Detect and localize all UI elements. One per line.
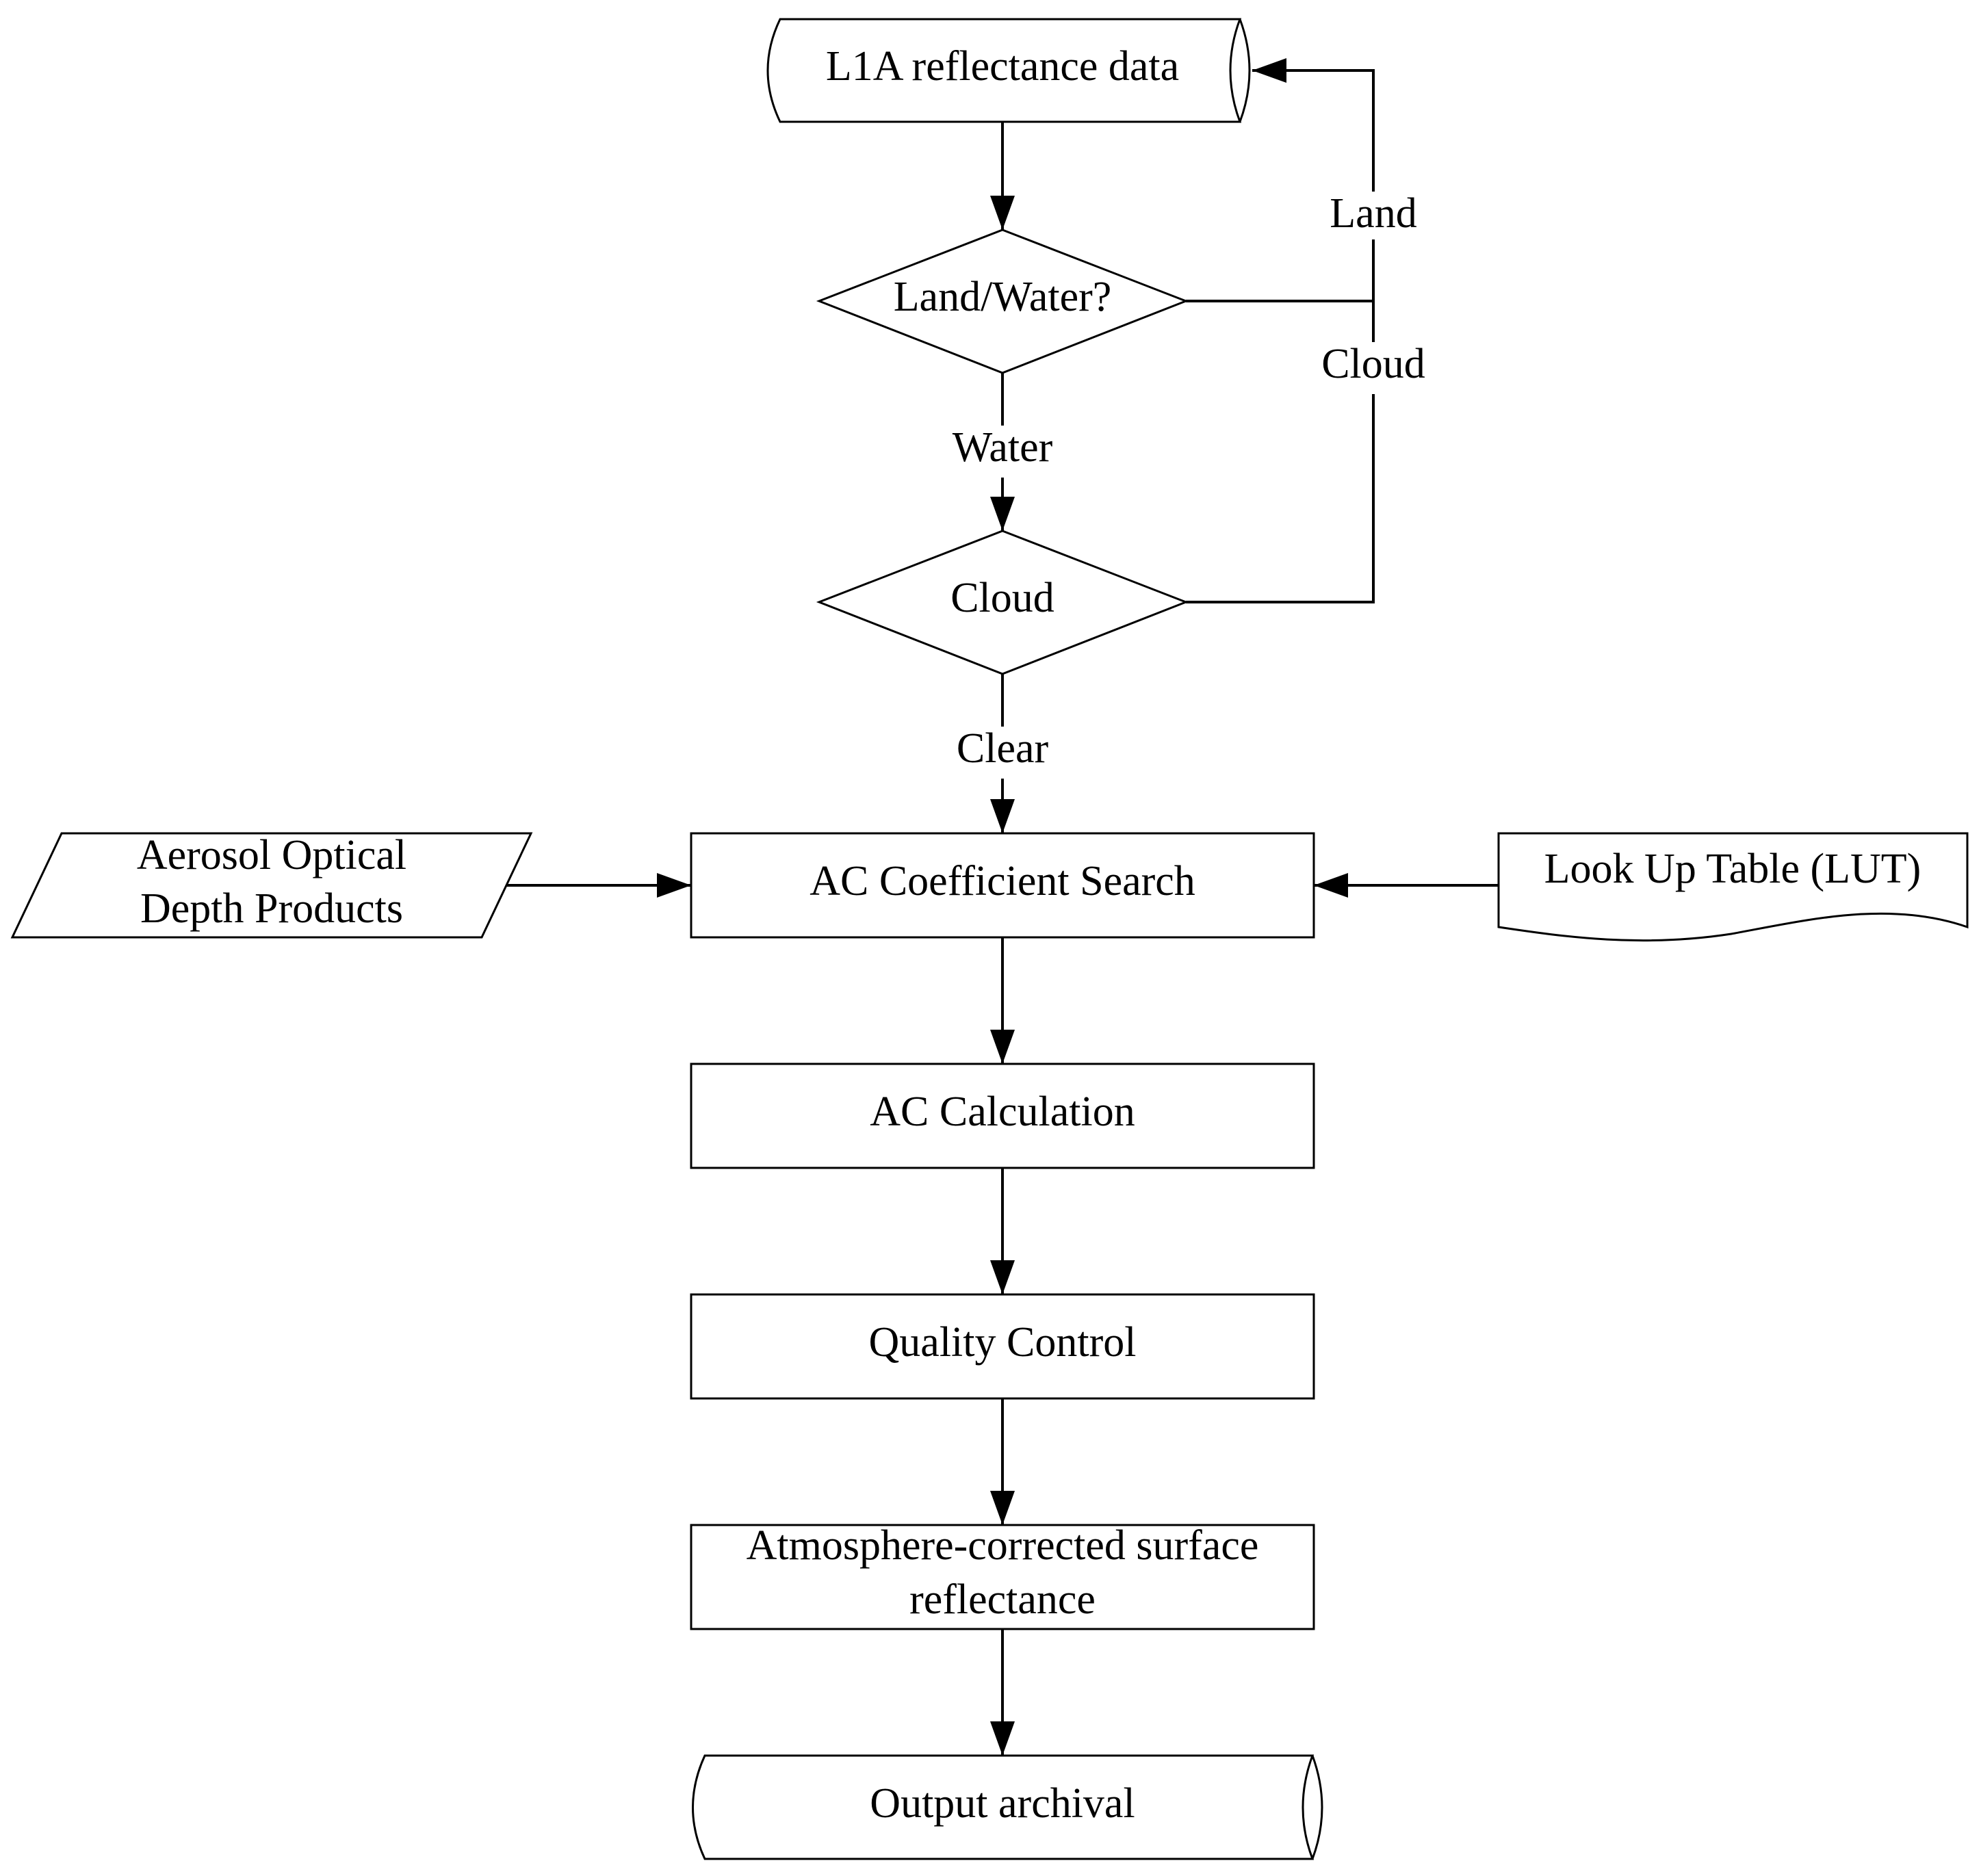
node-aod-label-line2: Depth Products bbox=[140, 885, 403, 932]
edge-label-clear: Clear bbox=[957, 725, 1049, 772]
edge-label-water: Water bbox=[953, 424, 1053, 471]
node-surface-label-line2: reflectance bbox=[909, 1576, 1096, 1623]
node-surface-reflectance: Atmosphere-corrected surface reflectance bbox=[690, 1522, 1315, 1630]
node-aod-label-line1: Aerosol Optical bbox=[137, 832, 406, 878]
node-quality-control: Quality Control bbox=[690, 1293, 1315, 1400]
node-output-archival: Output archival bbox=[692, 1754, 1323, 1860]
node-ac-calc-label: AC Calculation bbox=[870, 1089, 1135, 1135]
arrowhead bbox=[657, 873, 691, 898]
node-land-water-decision: Land/Water? bbox=[816, 229, 1189, 374]
arrowhead bbox=[990, 1721, 1015, 1756]
node-qc-label: Quality Control bbox=[869, 1319, 1137, 1366]
edge-label-cloud: Cloud bbox=[1321, 341, 1425, 387]
node-cloud-decision: Cloud bbox=[816, 530, 1189, 675]
node-archive-label: Output archival bbox=[870, 1780, 1135, 1827]
node-look-up-table: Look Up Table (LUT) bbox=[1497, 832, 1969, 942]
node-land-water-label: Land/Water? bbox=[894, 274, 1112, 320]
node-l1a-label: L1A reflectance data bbox=[826, 43, 1179, 90]
arrowhead bbox=[990, 196, 1015, 230]
arrowhead bbox=[1252, 58, 1286, 83]
node-cloud-label: Cloud bbox=[950, 575, 1054, 621]
arrowhead bbox=[1314, 873, 1348, 898]
node-surface-label-line1: Atmosphere-corrected surface bbox=[747, 1522, 1259, 1569]
node-ac-search-label: AC Coefficient Search bbox=[810, 858, 1195, 904]
node-aerosol-optical-depth-products: Aerosol Optical Depth Products bbox=[10, 832, 533, 939]
arrowhead bbox=[990, 1260, 1015, 1294]
arrowhead bbox=[990, 1030, 1015, 1064]
arrowhead bbox=[990, 1491, 1015, 1525]
arrowhead bbox=[990, 799, 1015, 833]
node-ac-calculation: AC Calculation bbox=[690, 1063, 1315, 1169]
node-lut-label: Look Up Table (LUT) bbox=[1544, 846, 1921, 892]
arrowhead bbox=[990, 497, 1015, 531]
node-ac-coefficient-search: AC Coefficient Search bbox=[690, 832, 1315, 939]
edge-label-land: Land bbox=[1330, 190, 1416, 237]
edge-land-loop bbox=[1186, 69, 1375, 302]
edge-cloud-loop bbox=[1186, 301, 1375, 603]
node-l1a-reflectance-data: L1A reflectance data bbox=[766, 18, 1251, 123]
